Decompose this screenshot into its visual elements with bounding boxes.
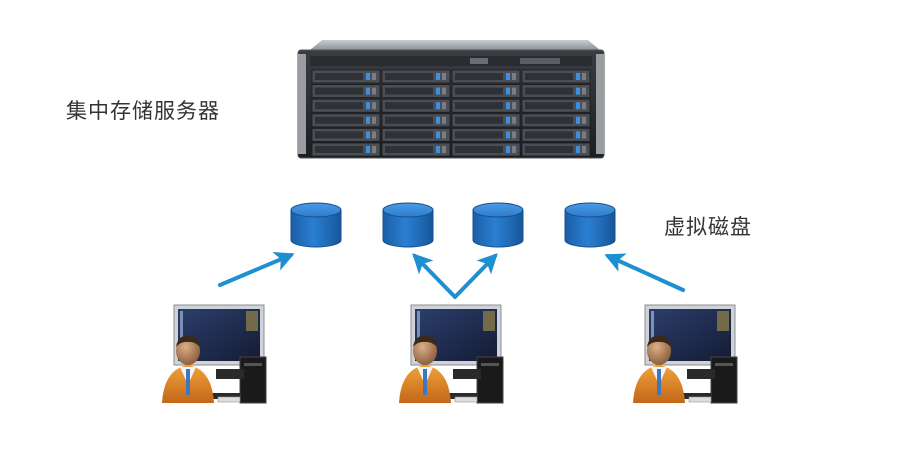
drive-bay bbox=[381, 98, 451, 113]
drive-bay bbox=[311, 84, 381, 98]
drive-bay bbox=[451, 127, 521, 142]
drive-bay bbox=[521, 113, 591, 128]
client-3 bbox=[633, 304, 738, 404]
virtual-disk-3 bbox=[472, 202, 524, 248]
drive-bay bbox=[451, 69, 521, 84]
drive-bay bbox=[381, 142, 451, 157]
client-workstations bbox=[162, 304, 738, 404]
drive-bay bbox=[521, 84, 591, 98]
drive-bay bbox=[451, 113, 521, 128]
arrow-client1-disk1 bbox=[218, 252, 295, 287]
client-2 bbox=[399, 304, 504, 404]
drive-bay bbox=[311, 113, 381, 128]
drive-bay bbox=[451, 84, 521, 98]
drive-bay bbox=[381, 84, 451, 98]
drive-bay bbox=[311, 69, 381, 84]
drive-bay bbox=[451, 142, 521, 157]
drive-bay bbox=[311, 127, 381, 142]
connection-arrows bbox=[218, 252, 685, 299]
drive-bay bbox=[311, 142, 381, 157]
arrow-client2-disk3 bbox=[453, 253, 498, 299]
drive-bay bbox=[521, 127, 591, 142]
drive-bay bbox=[381, 113, 451, 128]
drive-bay bbox=[381, 69, 451, 84]
virtual-disk-1 bbox=[290, 202, 342, 248]
server-label: 集中存储服务器 bbox=[66, 99, 220, 123]
drive-bay bbox=[521, 98, 591, 113]
drive-bay bbox=[381, 127, 451, 142]
arrow-client3-disk4 bbox=[604, 253, 685, 292]
drive-bay bbox=[521, 69, 591, 84]
storage-server bbox=[297, 40, 605, 159]
drive-bay bbox=[521, 142, 591, 157]
drive-bay bbox=[451, 98, 521, 113]
drive-bays bbox=[311, 69, 591, 157]
virtual-disk-4 bbox=[564, 202, 616, 248]
drive-bay bbox=[311, 98, 381, 113]
virtual-disk-2 bbox=[382, 202, 434, 248]
arrow-client2-disk2 bbox=[412, 253, 457, 299]
virtual-disk-label: 虚拟磁盘 bbox=[664, 215, 752, 239]
client-1 bbox=[162, 304, 267, 404]
virtual-disks bbox=[290, 202, 616, 248]
